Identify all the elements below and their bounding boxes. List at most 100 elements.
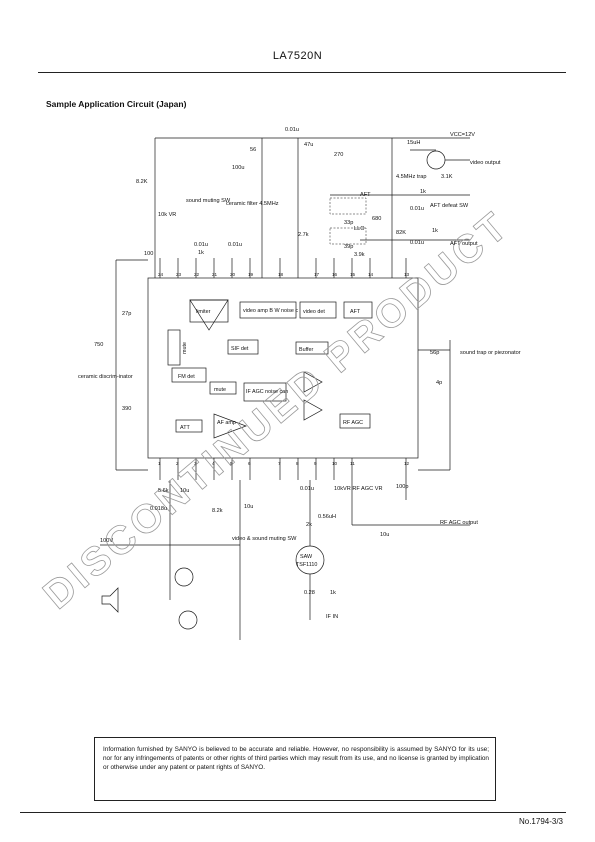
ic-outline	[147, 277, 419, 459]
pin-number-bottom: 10	[332, 461, 338, 466]
pin-number-top: 20	[230, 272, 236, 277]
label-c-10u-c: 10u	[380, 532, 389, 538]
block-video-amp: video amp B W noise c	[243, 308, 298, 314]
pin-number-bottom: 3	[194, 461, 197, 466]
label-c-100p: 100p	[396, 484, 408, 490]
pin-number-top: 17	[314, 272, 320, 277]
label-r-1k-b: 1k	[420, 189, 426, 195]
label-r-10k-vr: 10k VR	[158, 212, 176, 218]
label-trap-45: 4.5MHz trap	[396, 174, 426, 180]
pin-number-top: 24	[158, 272, 164, 277]
label-c-39p: 39p	[344, 244, 353, 250]
label-r-2-7k: 2.7k	[298, 232, 309, 238]
label-r-750: 750	[94, 342, 103, 348]
bottom-pin-leads	[159, 458, 407, 480]
label-r-680: 680	[372, 216, 381, 222]
label-aft-defeat-sw: AFT defeat SW	[430, 203, 469, 209]
block-fm-det: FM det	[178, 374, 195, 380]
block-video-det: video det	[303, 309, 325, 315]
label-r-390: 390	[122, 406, 131, 412]
block-aft: AFT	[350, 309, 361, 315]
pin-number-top: 19	[248, 272, 254, 277]
label-c-001-top: 0.01u	[285, 127, 299, 133]
label-video-output: video output	[470, 160, 501, 166]
pin-number-top: 13	[404, 272, 410, 277]
pin-number-bottom: 1	[158, 461, 161, 466]
label-c-001-c: 0.01u	[410, 206, 424, 212]
label-r-1k-d: 1k	[330, 590, 336, 596]
label-l-15uh: 15uH	[407, 140, 420, 146]
section-heading: Sample Application Circuit (Japan)	[46, 99, 187, 109]
label-r-3-9k: 3.9k	[354, 252, 365, 258]
watermark-text: DISCONTINUED PRODUCT	[35, 202, 518, 617]
title-rule	[38, 72, 566, 73]
label-l-llo: LLO	[354, 226, 365, 232]
label-ceramic-filter: ceramic filter 4.5MHz	[226, 201, 279, 207]
block-mute: mute	[214, 387, 226, 393]
pin-number-top: 22	[194, 272, 200, 277]
block-mute-vertical: mute	[182, 342, 188, 354]
label-r-1k-a: 1k	[198, 250, 204, 256]
footer-rule	[20, 812, 566, 813]
pin-number-top: 15	[350, 272, 356, 277]
label-if-in: IF IN	[326, 614, 338, 620]
label-c-001-a: 0.01u	[194, 242, 208, 248]
pin-number-top: 21	[212, 272, 218, 277]
label-r-56: 56	[250, 147, 256, 153]
pin-number-bottom: 11	[350, 461, 355, 466]
label-r-8-2k: 8.2K	[136, 179, 148, 185]
label-c-47u: 47u	[304, 142, 313, 148]
watermark: DISCONTINUED PRODUCT	[35, 202, 519, 618]
label-c-0018u: 0.018u	[150, 506, 167, 512]
label-r-82k: 82K	[396, 230, 406, 236]
label-vcc: VCC=12V	[450, 132, 475, 138]
pin-number-top: 16	[332, 272, 338, 277]
document-number: No.1794-3/3	[518, 817, 563, 826]
block-buffer: Buffer	[299, 347, 313, 353]
label-c-001-e: 0.01u	[300, 486, 314, 492]
label-c-27p: 27p	[122, 311, 131, 317]
block-rf-agc: RF AGC	[343, 420, 363, 426]
pin-number-bottom: 8	[296, 461, 299, 466]
label-r-1k-c: 1k	[432, 228, 438, 234]
label-r-100: 100	[144, 251, 153, 257]
label-ceramic-discriminator: ceramic discrim-inator	[78, 374, 133, 380]
pin-number-bottom: 2	[176, 461, 179, 466]
label-aft-output: AFT output	[450, 241, 478, 247]
block-af-amp: AF amp	[217, 420, 236, 426]
label-sound-muting-sw: sound muting SW	[186, 198, 231, 204]
label-r-3-1k: 3.1K	[441, 174, 453, 180]
block-if-agc-noise-canc: IF AGC noise can	[246, 389, 288, 395]
label-rf-agc-output: RF AGC output	[440, 520, 478, 526]
block-saw: SAW	[300, 554, 313, 560]
label-c-33p: 33p	[344, 220, 353, 226]
label-r-028: 0.28	[304, 590, 315, 596]
label-r-8-2k-b: 8.2k	[212, 508, 223, 514]
pin-number-bottom: 6	[248, 461, 251, 466]
pin-number-bottom: 5	[230, 461, 233, 466]
label-aft: AFT	[360, 192, 371, 198]
pin-number-top: 18	[278, 272, 284, 277]
document-title: LA7520N	[272, 50, 323, 62]
disclaimer-box: Information furnished by SANYO is believ…	[94, 737, 496, 801]
label-c-001-b: 0.01u	[228, 242, 242, 248]
label-c-10u-a: 10u	[180, 488, 189, 494]
label-c-001-d: 0.01u	[410, 240, 424, 246]
pin-number-bottom: 4	[212, 461, 215, 466]
pin-number-top: 23	[176, 272, 182, 277]
label-c-100u: 100u	[232, 165, 244, 171]
label-r-270: 270	[334, 152, 343, 158]
label-c-10u-b: 10u	[244, 504, 253, 510]
pin-number-bottom: 12	[404, 461, 410, 466]
disclaimer-text: Information furnished by SANYO is believ…	[103, 746, 489, 772]
pin-number-top: 14	[368, 272, 374, 277]
label-rf-agc-vr: 10kVR RF AGC VR	[334, 486, 383, 492]
label-r-2k: 2k	[306, 522, 312, 528]
label-video-sound-muting-sw: video & sound muting SW	[232, 536, 297, 542]
bottom-pin-numbers: 1 2 3 4 5 6 7 8 9 10 11 12	[158, 461, 410, 466]
label-v-100: 100V	[100, 538, 113, 544]
pin-number-bottom: 7	[278, 461, 281, 466]
top-pin-numbers: 24 23 22 21 20 19 18 17 16 15 14 13	[158, 272, 410, 277]
block-limiter: limiter	[196, 309, 211, 315]
